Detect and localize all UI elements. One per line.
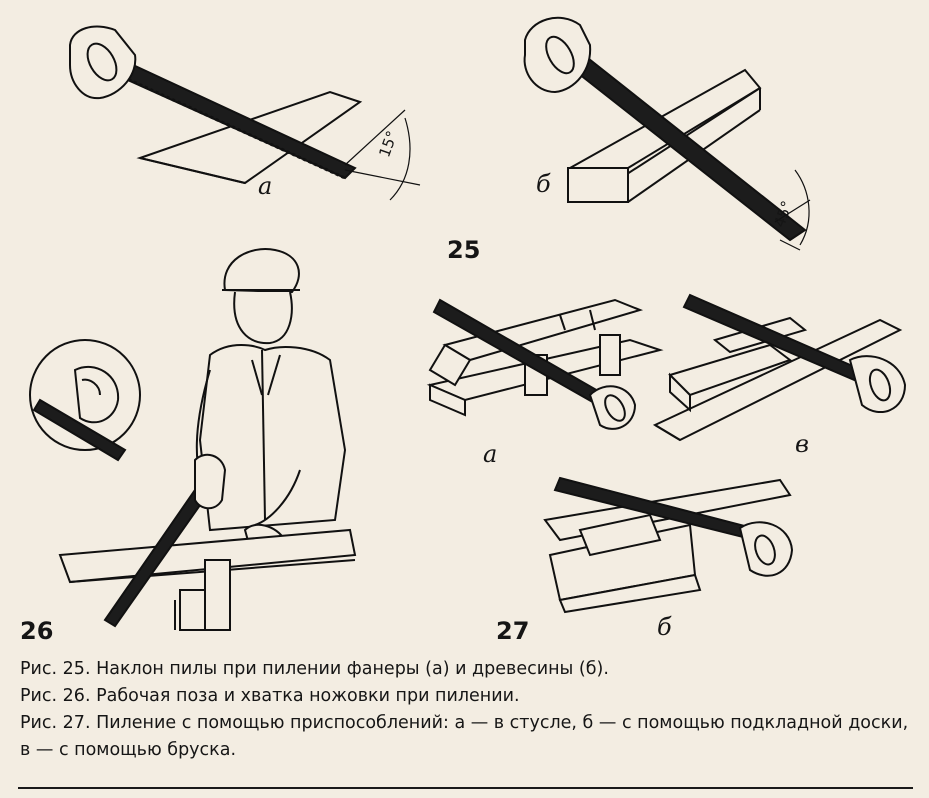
fig27a-miter-box-drawing [426,298,664,430]
figure-number-26: 26 [20,617,54,645]
figure-number-25: 25 [447,236,481,264]
label-fig25-b: б [536,170,551,198]
caption-fig26: Рис. 26. Рабочая поза и хватка ножовки п… [20,686,520,706]
fig25a-plywood-drawing [69,25,421,201]
illustration-panel [29,16,907,631]
fig27v-bar-drawing [652,293,907,442]
figure-number-27: 27 [496,617,530,645]
fig27b-support-board-drawing [543,476,794,614]
caption-fig27: Рис. 27. Пиление с помощью приспособлени… [20,713,909,760]
fig25b-wood-drawing [523,16,811,251]
caption-fig25: Рис. 25. Наклон пилы при пилении фанеры … [20,659,609,679]
fig26-worker-drawing [29,248,357,631]
bottom-divider [18,787,913,789]
label-fig27-a: а [483,440,498,468]
label-fig27-v: в [795,430,809,458]
label-fig27-b: б [657,613,672,641]
figure-captions: Рис. 25. Наклон пилы при пилении фанеры … [20,656,910,764]
label-fig25-a: а [258,172,273,200]
